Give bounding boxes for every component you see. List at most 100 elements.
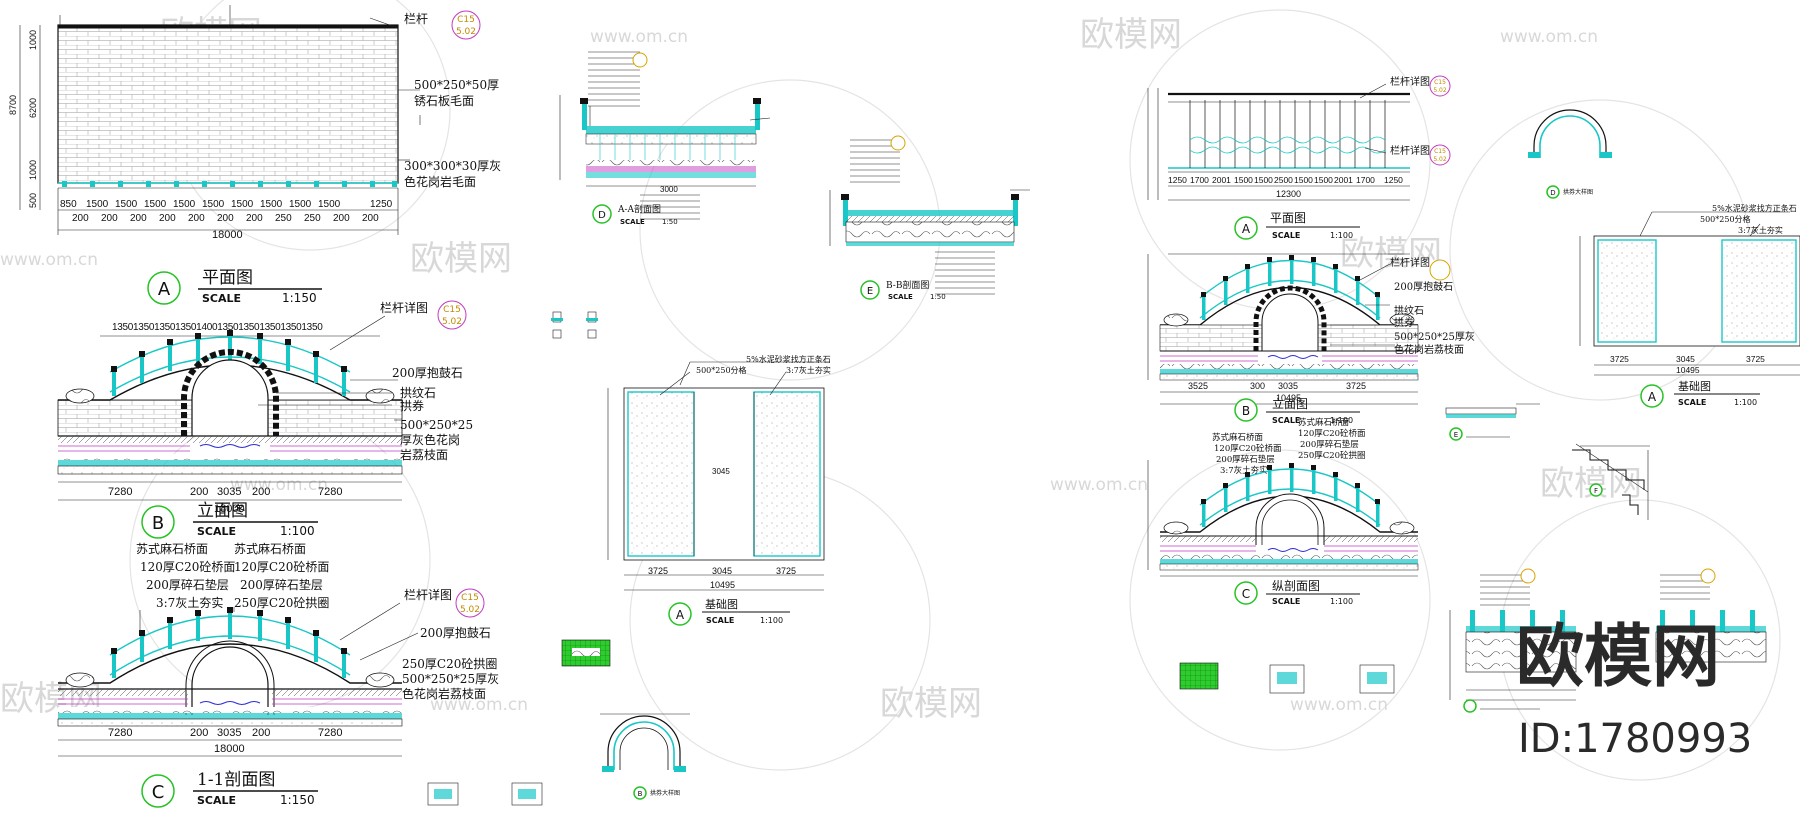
mid-d-scale-label: SCALE [620, 218, 645, 226]
relev-dim-2: 3035 [1278, 381, 1298, 391]
mid-found-l2: 500*250分格 [696, 365, 747, 375]
plan-dim-b2-3: 200 [159, 213, 176, 224]
elev-dim-4: 7280 [318, 486, 342, 498]
rplan-dim-7: 1500 [1314, 175, 1333, 185]
plan-badge-bottom: 5.02 [456, 27, 476, 37]
right-small-arch-circle [1546, 185, 1560, 199]
relev-dim-0: 3525 [1188, 381, 1208, 391]
plan-dim-b2-1: 200 [101, 213, 118, 224]
rsec-r2: 120厚C20砼桥面 [1298, 428, 1366, 439]
rsec-r3: 200厚碎石垫层 [1300, 439, 1359, 450]
plan-vertical-dims: 8700 6200 1000 1000 500 [8, 30, 38, 208]
elev-title-name: 立面图 [197, 501, 248, 521]
mid-e-title: E B-B剖面图 SCALE 1:50 [860, 279, 946, 301]
sec-total-dim: 18000 [214, 743, 245, 755]
relev-l1: 栏杆详图 [1390, 256, 1430, 269]
plan-dim-v4: 1000 [28, 160, 38, 180]
mid-small-arch-drawing [600, 713, 690, 772]
rplan-dim-10: 1250 [1384, 175, 1403, 185]
right-small-arch-letter: D [1550, 189, 1555, 197]
sec-dim-0: 7280 [108, 727, 132, 739]
elev-dims: 7280 200 3035 200 7280 [108, 486, 342, 498]
left-section-drawing [57, 602, 419, 757]
watermark-brand-3: 欧模网 [410, 239, 512, 279]
rplan-railing-bot: 栏杆详图 [1390, 144, 1430, 157]
mid-section-d-drawing [559, 51, 771, 220]
elev-railing-badge: C15 5.02 [437, 300, 467, 330]
right-section-drawing [1147, 460, 1419, 577]
plan-dim-b1-2: 1500 [115, 199, 138, 210]
rfound-title-circle [1640, 384, 1664, 408]
mid-small-arch-name: 拱券大样图 [650, 789, 680, 797]
rfound-dims: 3725 3045 3725 [1610, 354, 1765, 364]
elev-total-dim: 18000 [214, 503, 245, 515]
plan-dim-b1-4: 1500 [173, 199, 196, 210]
brand-logo: 欧模网 [1516, 618, 1720, 697]
plan-title-block: A 平面图 SCALE 1:150 [147, 268, 322, 305]
svg-text:3045: 3045 [712, 467, 730, 476]
mid-d-dim: 3000 [660, 185, 678, 194]
right-detail-f-drawing: F [1572, 443, 1650, 520]
left-elevation-drawing [57, 315, 403, 501]
rplan-scale-label: SCALE [1272, 231, 1300, 240]
plan-dim-b2-10: 200 [362, 213, 379, 224]
sec-drum: 200厚抱鼓石 [420, 625, 491, 640]
mid-found-l3: 3:7灰土夯实 [786, 365, 831, 375]
relev-title-name: 立面图 [1272, 396, 1308, 411]
mid-small-arch-title: B 拱券大样图 [633, 786, 680, 800]
plan-dim-b1-8: 1500 [289, 199, 312, 210]
mid-found-name: 基础图 [705, 598, 738, 611]
mid-section-e-drawing [829, 135, 1030, 295]
right-f-letter: F [1594, 487, 1598, 495]
plan-stone-label-2: 色花岗岩毛面 [404, 174, 476, 189]
relev-badge [1429, 259, 1451, 281]
mid-found-dim-0: 3725 [648, 566, 668, 576]
elev-paving-1: 500*250*25 [400, 418, 473, 432]
sec-a1: 苏式麻石桥面 [136, 541, 208, 556]
plan-title-letter: A [158, 279, 171, 300]
rplan-badge-1: C15 5.02 [1429, 75, 1451, 97]
mid-e-scale-label: SCALE [888, 293, 913, 301]
mid-found-scale: 1:100 [760, 616, 783, 625]
elev-dim-0: 7280 [108, 486, 132, 498]
plan-scale-label: SCALE [202, 292, 241, 305]
rplan-title: A 平面图 SCALE 1:100 [1234, 211, 1360, 240]
sec-dim-3: 200 [252, 727, 270, 739]
plan-dim-b2-2: 200 [130, 213, 147, 224]
rplan-badge-2: C15 5.02 [1429, 144, 1451, 166]
relev-l6: 色花岗岩荔枝面 [1394, 343, 1464, 356]
elev-badge-top: C15 [443, 305, 461, 315]
watermark-url-5: www.om.cn [1050, 475, 1148, 495]
relev-l3: 拱纹石 [1394, 304, 1424, 317]
rfound-title: A 基础图 SCALE 1:100 [1640, 380, 1760, 408]
plan-total-dim: 18000 [212, 229, 243, 241]
rsec-r4: 250厚C20砼拱圈 [1298, 450, 1366, 461]
sec-b1: 苏式麻石桥面 [234, 541, 306, 556]
right-plan-drawing [1147, 83, 1410, 201]
plan-bottom-dims-2: 200 200 200 200 200 200 200 250 250 200 … [72, 213, 379, 224]
elev-dim-2: 3035 [217, 486, 241, 498]
watermark-url-6: www.om.cn [430, 695, 528, 715]
rplan-title-circle [1234, 216, 1258, 240]
plan-dim-b1-10: 1250 [370, 199, 393, 210]
relev-scale: 1:100 [1330, 416, 1353, 425]
sec-dim-2: 3035 [217, 727, 241, 739]
plan-dim-b2-0: 200 [72, 213, 89, 224]
mid-found-title: A 基础图 SCALE 1:100 [668, 598, 790, 626]
rplan-dim-5: 2500 [1274, 175, 1293, 185]
mid-e-letter: E [867, 286, 873, 297]
rsec-l2: 120厚C20砼桥面 [1214, 443, 1282, 454]
rplan-dims: 1250 1700 2001 1500 1500 2500 1500 1500 … [1168, 175, 1403, 185]
sec-scale: 1:150 [280, 793, 315, 807]
plan-dim-b2-8: 250 [304, 213, 321, 224]
mid-d-circle [592, 204, 612, 224]
sec-dims: 7280 200 3035 200 7280 [108, 727, 342, 739]
sec-b4: 250厚C20砼拱圈 [234, 596, 329, 610]
rplan-dim-4: 1500 [1254, 175, 1273, 185]
rplan-badge1-bottom: 5.02 [1433, 87, 1447, 94]
rplan-title-name: 平面图 [1270, 211, 1306, 225]
mid-e-name: B-B剖面图 [886, 279, 929, 291]
right-bottom-details [1179, 662, 1395, 694]
rplan-badge1-top: C15 [1434, 79, 1446, 86]
rfound-dim-1: 3045 [1676, 354, 1695, 364]
